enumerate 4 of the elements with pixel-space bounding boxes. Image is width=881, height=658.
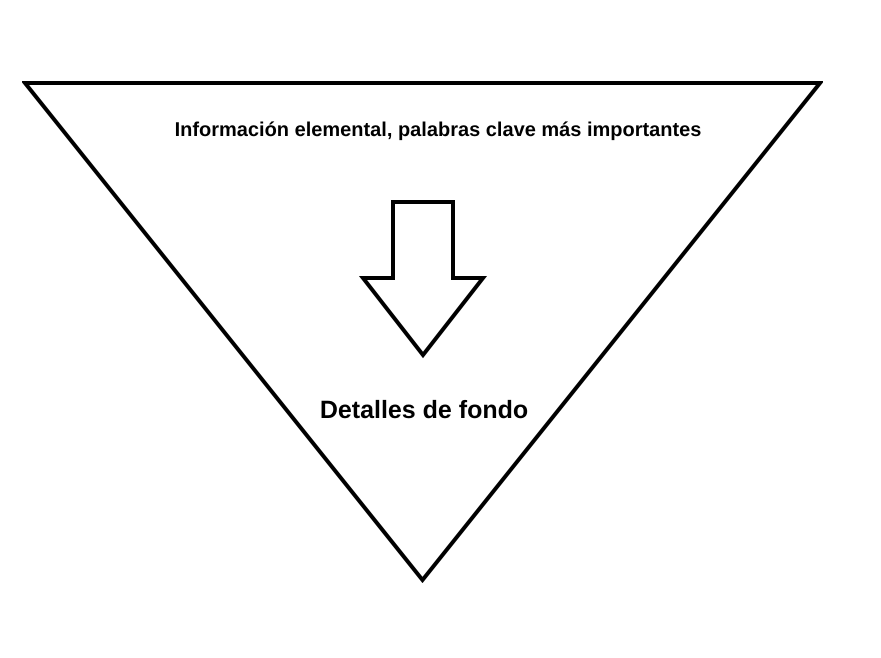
triangle-shape — [22, 80, 823, 583]
text-label: Información elemental, palabras clave más importantes — [108, 117, 768, 202]
text-label: Detalles de fondo — [294, 355, 554, 430]
block-arrow — [358, 200, 488, 358]
